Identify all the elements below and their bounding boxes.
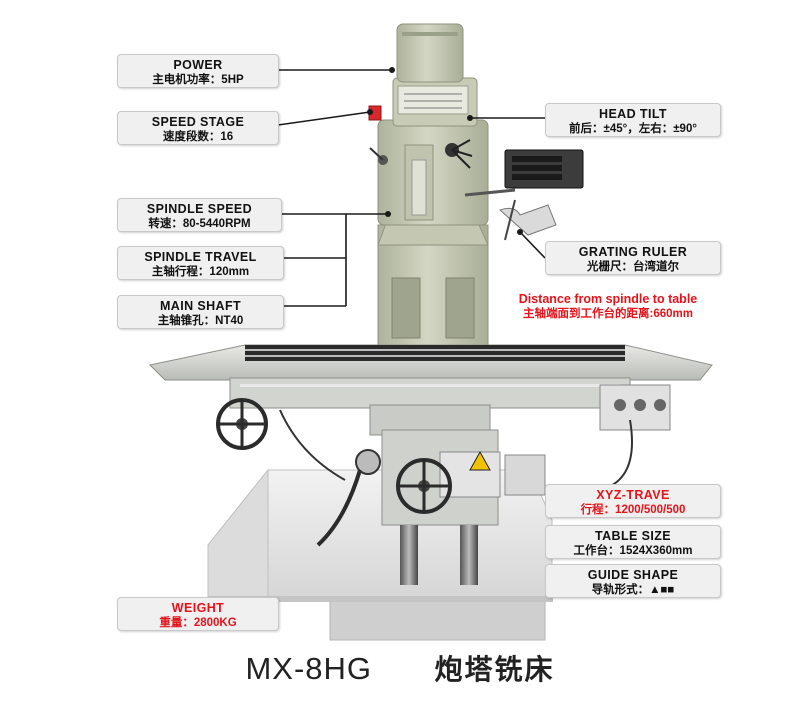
product-name-cn: 炮塔铣床 [434,654,555,685]
handwheel-front [396,458,452,514]
product-caption: MX-8HG 炮塔铣床 [0,648,800,688]
label-main-shaft-title: MAIN SHAFT [159,299,242,313]
leader-dots [367,67,523,235]
label-spindle-speed: SPINDLE SPEED 转速：80-5440RPM [117,198,282,232]
label-spindle-to-table-value: 主轴端面到工作台的距离:660mm [523,308,693,320]
label-power-value: 主电机功率：5HP [152,74,244,86]
label-spindle-speed-title: SPINDLE SPEED [146,202,253,216]
label-table-size-value: 工作台：1524X360mm [573,545,693,557]
label-main-shaft-value: 主轴锥孔：NT40 [157,315,244,327]
label-xyz-travel: XYZ-TRAVE 行程：1200/500/500 [545,484,721,518]
label-spindle-to-table-title: Distance from spindle to table [518,292,698,306]
label-head-tilt-value: 前后：±45°，左右：±90° [569,123,697,135]
label-spindle-speed-value: 转速：80-5440RPM [148,218,251,230]
label-speed-stage-value: 速度段数：16 [162,131,234,143]
label-spindle-to-table: Distance from spindle to table 主轴端面到工作台的… [492,292,724,321]
label-spindle-travel-value: 主轴行程：120mm [151,266,250,278]
label-grating-ruler-title: GRATING RULER [578,245,688,259]
label-speed-stage-title: SPEED STAGE [151,115,245,129]
label-grating-ruler: GRATING RULER 光栅尺：台湾道尔 [545,241,721,275]
leader-lines [277,69,546,307]
label-head-tilt: HEAD TILT 前后：±45°，左右：±90° [545,103,721,137]
handwheel-left [216,398,268,450]
label-grating-ruler-value: 光栅尺：台湾道尔 [587,261,679,273]
crank-handle [279,409,633,547]
label-weight-value: 重量：2800KG [159,617,237,629]
label-power-title: POWER [173,58,223,72]
work-table [148,344,713,436]
label-weight: WEIGHT 重量：2800KG [117,597,279,631]
label-guide-shape-title: GUIDE SHAPE [587,568,679,582]
label-spindle-travel-title: SPINDLE TRAVEL [144,250,257,264]
label-table-size-title: TABLE SIZE [595,529,671,543]
label-xyz-travel-title: XYZ-TRAVE [596,488,670,502]
label-power: POWER 主电机功率：5HP [117,54,279,88]
product-model: MX-8HG [245,651,373,686]
label-speed-stage: SPEED STAGE 速度段数：16 [117,111,279,145]
label-head-tilt-title: HEAD TILT [599,107,667,121]
label-table-size: TABLE SIZE 工作台：1524X360mm [545,525,721,559]
label-weight-title: WEIGHT [171,601,225,615]
label-main-shaft: MAIN SHAFT 主轴锥孔：NT40 [117,295,284,329]
label-guide-shape-value: 导轨形式：▲■■ [591,584,675,596]
label-spindle-travel: SPINDLE TRAVEL 主轴行程：120mm [117,246,284,280]
milling-head [368,23,489,226]
label-xyz-travel-value: 行程：1200/500/500 [580,504,686,516]
dro-display [464,149,584,241]
label-guide-shape: GUIDE SHAPE 导轨形式：▲■■ [545,564,721,598]
